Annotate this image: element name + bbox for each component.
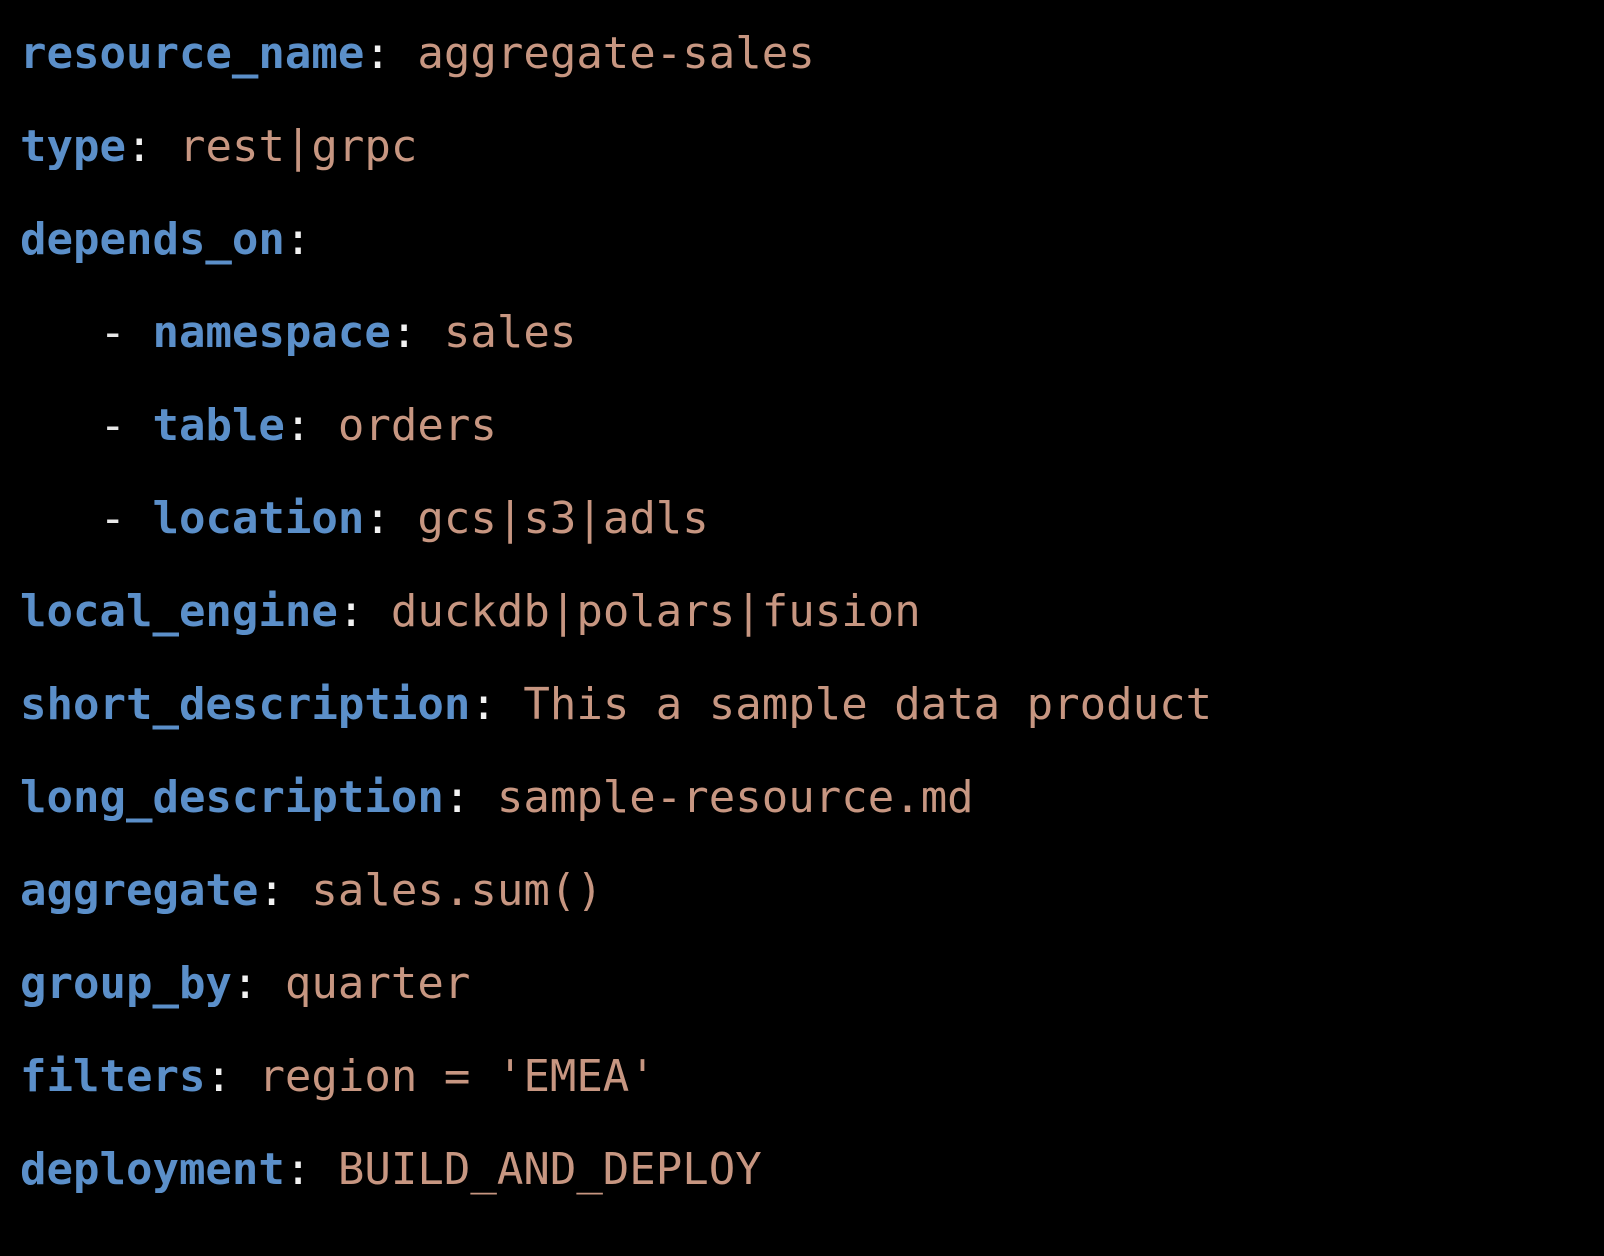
spec-line-aggregate: aggregate: sales.sum() xyxy=(20,865,603,917)
spec-value: duckdb|polars|fusion xyxy=(390,586,921,637)
spec-colon: : xyxy=(284,1144,312,1195)
spec-value: region = 'EMEA' xyxy=(258,1051,656,1102)
spec-key: aggregate xyxy=(20,865,259,916)
spec-gap xyxy=(391,493,418,544)
spec-line-long-description: long_description: sample-resource.md xyxy=(20,772,974,824)
spec-key: namespace xyxy=(152,307,391,358)
spec-line-depends-on: depends_on: xyxy=(20,214,311,266)
spec-colon: : xyxy=(470,679,497,730)
list-dash: - xyxy=(99,307,153,358)
spec-colon: : xyxy=(205,1051,232,1102)
spec-value: This a sample data product xyxy=(523,679,1213,730)
spec-gap xyxy=(417,307,444,358)
spec-gap xyxy=(311,400,338,451)
spec-gap xyxy=(391,28,418,79)
spec-colon: : xyxy=(390,307,418,358)
spec-value: gcs|s3|adls xyxy=(417,493,709,544)
spec-key: group_by xyxy=(20,958,232,1009)
spec-line-deployment: deployment: BUILD_AND_DEPLOY xyxy=(20,1144,762,1196)
spec-key: filters xyxy=(20,1051,206,1102)
spec-gap xyxy=(152,121,179,172)
spec-colon: : xyxy=(364,493,391,544)
spec-colon: : xyxy=(258,865,285,916)
spec-line-filters: filters: region = 'EMEA' xyxy=(20,1051,656,1103)
spec-value: quarter xyxy=(284,958,471,1009)
spec-key: type xyxy=(20,121,126,172)
spec-gap xyxy=(258,958,285,1009)
line-indent xyxy=(20,400,99,451)
spec-line-group-by: group_by: quarter xyxy=(20,958,470,1010)
spec-line-table: - table: orders xyxy=(20,400,497,452)
spec-key: location xyxy=(152,493,365,544)
spec-gap xyxy=(232,1051,259,1102)
spec-key: long_description xyxy=(20,772,444,823)
spec-key: short_description xyxy=(20,679,471,730)
spec-colon: : xyxy=(337,586,365,637)
spec-colon: : xyxy=(231,958,259,1009)
spec-line-short-description: short_description: This a sample data pr… xyxy=(20,679,1212,731)
spec-gap xyxy=(285,865,312,916)
spec-colon: : xyxy=(284,214,312,265)
spec-key: local_engine xyxy=(20,586,338,637)
spec-colon: : xyxy=(125,121,153,172)
spec-key: depends_on xyxy=(20,214,285,265)
spec-colon: : xyxy=(443,772,471,823)
spec-colon: : xyxy=(364,28,391,79)
spec-key: resource_name xyxy=(20,28,365,79)
spec-value: aggregate-sales xyxy=(417,28,815,79)
spec-gap xyxy=(311,1144,338,1195)
spec-value: BUILD_AND_DEPLOY xyxy=(337,1144,762,1195)
spec-value: sample-resource.md xyxy=(496,772,974,823)
spec-gap xyxy=(364,586,391,637)
list-dash: - xyxy=(99,493,153,544)
spec-line-local-engine: local_engine: duckdb|polars|fusion xyxy=(20,586,921,638)
spec-colon: : xyxy=(284,400,312,451)
spec-value: orders xyxy=(337,400,497,451)
spec-line-namespace: - namespace: sales xyxy=(20,307,576,359)
spec-key: table xyxy=(152,400,285,451)
line-indent xyxy=(20,493,99,544)
spec-line-type: type: rest|grpc xyxy=(20,121,417,173)
spec-line-resource-name: resource_name: aggregate-sales xyxy=(20,28,815,80)
spec-gap xyxy=(497,679,524,730)
spec-gap xyxy=(470,772,497,823)
spec-value: sales xyxy=(443,307,577,358)
line-indent xyxy=(20,307,99,358)
spec-value: sales.sum() xyxy=(311,865,603,916)
spec-line-location: - location: gcs|s3|adls xyxy=(20,493,709,545)
list-dash: - xyxy=(99,400,153,451)
spec-key: deployment xyxy=(20,1144,285,1195)
spec-value: rest|grpc xyxy=(178,121,418,172)
